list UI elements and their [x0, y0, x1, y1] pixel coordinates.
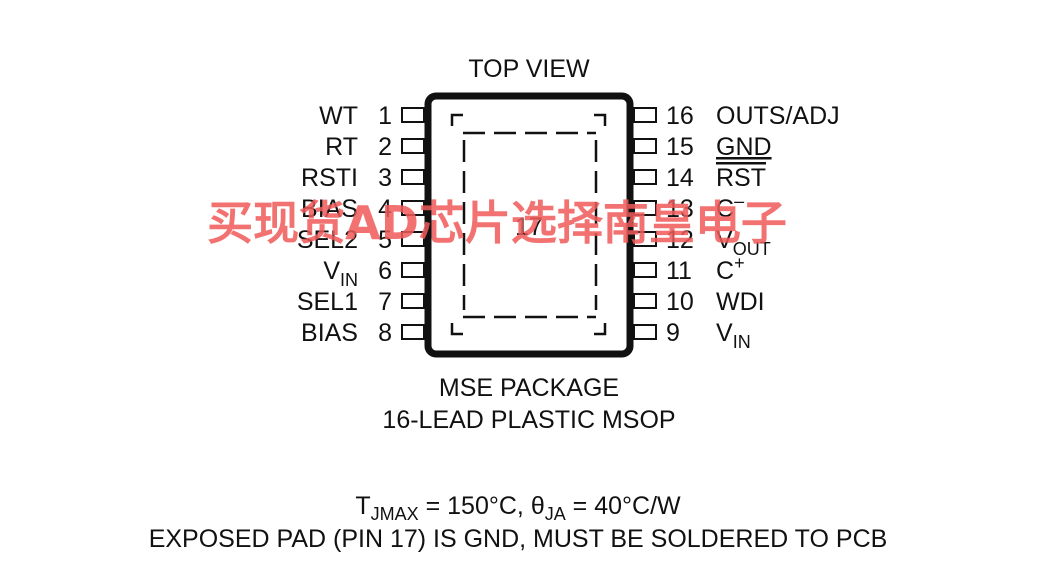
pin-lead-left-8	[401, 324, 425, 340]
pin-lead-left-3	[401, 169, 425, 185]
pin-label-right-3: C–	[716, 191, 744, 223]
pin-lead-left-1	[401, 107, 425, 123]
pin-lead-left-2	[401, 138, 425, 154]
ic-package-body	[424, 92, 634, 358]
pin-name-superscript: +	[734, 253, 745, 273]
pin-lead-right-9	[633, 324, 657, 340]
pin-name: OUTS/ADJ	[716, 102, 840, 130]
theta-symbol: θ	[531, 492, 545, 520]
exposed-pad-number: 17	[515, 213, 543, 241]
pin-name: GND	[716, 133, 772, 161]
package-name: MSE PACKAGE	[439, 374, 619, 402]
pin-lead-left-5	[401, 231, 425, 247]
pin-label-right-6: WDI	[716, 288, 765, 316]
pin-name: RSTI	[301, 164, 358, 192]
pin-label-left-3: BIAS	[301, 195, 358, 223]
pin-label-left-1: RT	[325, 133, 358, 161]
pin-lead-right-13	[633, 200, 657, 216]
pin-number-11: 11	[666, 257, 692, 285]
pin-number-13: 13	[666, 195, 694, 223]
pin-number-4: 4	[378, 195, 392, 223]
pin-number-12: 12	[666, 226, 694, 254]
pin-number-10: 10	[666, 288, 694, 316]
pin-lead-right-12	[633, 231, 657, 247]
pin-lead-right-16	[633, 107, 657, 123]
pin-label-left-2: RSTI	[301, 164, 358, 192]
thermal-spec: TJMAX = 150°C, θJA = 40°C/W	[355, 492, 681, 524]
pin-label-right-0: OUTS/ADJ	[716, 102, 840, 130]
pin-name-subscript: OUT	[733, 239, 771, 259]
pin-name: C	[716, 195, 734, 223]
pin-name: SEL1	[297, 288, 358, 316]
pin-name-superscript: –	[734, 191, 744, 211]
exposed-pad-outline	[450, 113, 607, 336]
tjmax-value: = 150°C,	[419, 492, 531, 520]
pin-name: RST	[716, 164, 766, 192]
pin-number-5: 5	[378, 226, 392, 254]
watermark-text: 买现货AD芯片选择南皇电子	[207, 196, 787, 250]
pin-lead-right-14	[633, 169, 657, 185]
pin-label-right-4: VOUT	[716, 226, 771, 259]
tjmax-subscript: JMAX	[371, 504, 419, 524]
tjmax-symbol: T	[355, 492, 370, 520]
pin-number-9: 9	[666, 319, 680, 347]
pin-name: V	[323, 257, 340, 285]
pin-lead-left-6	[401, 262, 425, 278]
pin-number-2: 2	[378, 133, 392, 161]
view-title: TOP VIEW	[468, 55, 590, 83]
pin-label-right-1: GND	[716, 133, 772, 161]
pin-lead-left-4	[401, 200, 425, 216]
pin-name-subscript: IN	[733, 332, 751, 352]
pin-lead-left-7	[401, 293, 425, 309]
pin-name-subscript: IN	[340, 270, 358, 290]
pin-label-left-7: BIAS	[301, 319, 358, 347]
pin-label-left-6: SEL1	[297, 288, 358, 316]
pin-number-7: 7	[378, 288, 392, 316]
pin-label-left-4: SEL2	[297, 226, 358, 254]
pin-name: RT	[325, 133, 358, 161]
package-description: 16-LEAD PLASTIC MSOP	[382, 406, 675, 434]
pin-label-right-7: VIN	[716, 319, 751, 352]
pin-name: WDI	[716, 288, 765, 316]
pin-label-right-5: C+	[716, 253, 745, 285]
pin-label-left-0: WT	[319, 102, 358, 130]
pin-number-15: 15	[666, 133, 694, 161]
exposed-pad-note: EXPOSED PAD (PIN 17) IS GND, MUST BE SOL…	[149, 525, 888, 553]
pin-name: BIAS	[301, 319, 358, 347]
pin-name: C	[716, 257, 734, 285]
pin-name: WT	[319, 102, 358, 130]
pin-number-16: 16	[666, 102, 694, 130]
pin-lead-right-10	[633, 293, 657, 309]
pin-number-14: 14	[666, 164, 694, 192]
pin-name: V	[716, 226, 733, 254]
theta-subscript: JA	[545, 504, 566, 524]
pin-label-left-5: VIN	[323, 257, 358, 290]
pin-name: V	[716, 319, 733, 347]
pin-number-1: 1	[378, 102, 392, 130]
pin-label-right-2: RST	[716, 164, 766, 192]
pin-name: BIAS	[301, 195, 358, 223]
pin-name: SEL2	[297, 226, 358, 254]
pin-number-8: 8	[378, 319, 392, 347]
theta-value: = 40°C/W	[566, 492, 681, 520]
pin-number-3: 3	[378, 164, 392, 192]
pin-lead-right-11	[633, 262, 657, 278]
pin-number-6: 6	[378, 257, 392, 285]
pin-lead-right-15	[633, 138, 657, 154]
